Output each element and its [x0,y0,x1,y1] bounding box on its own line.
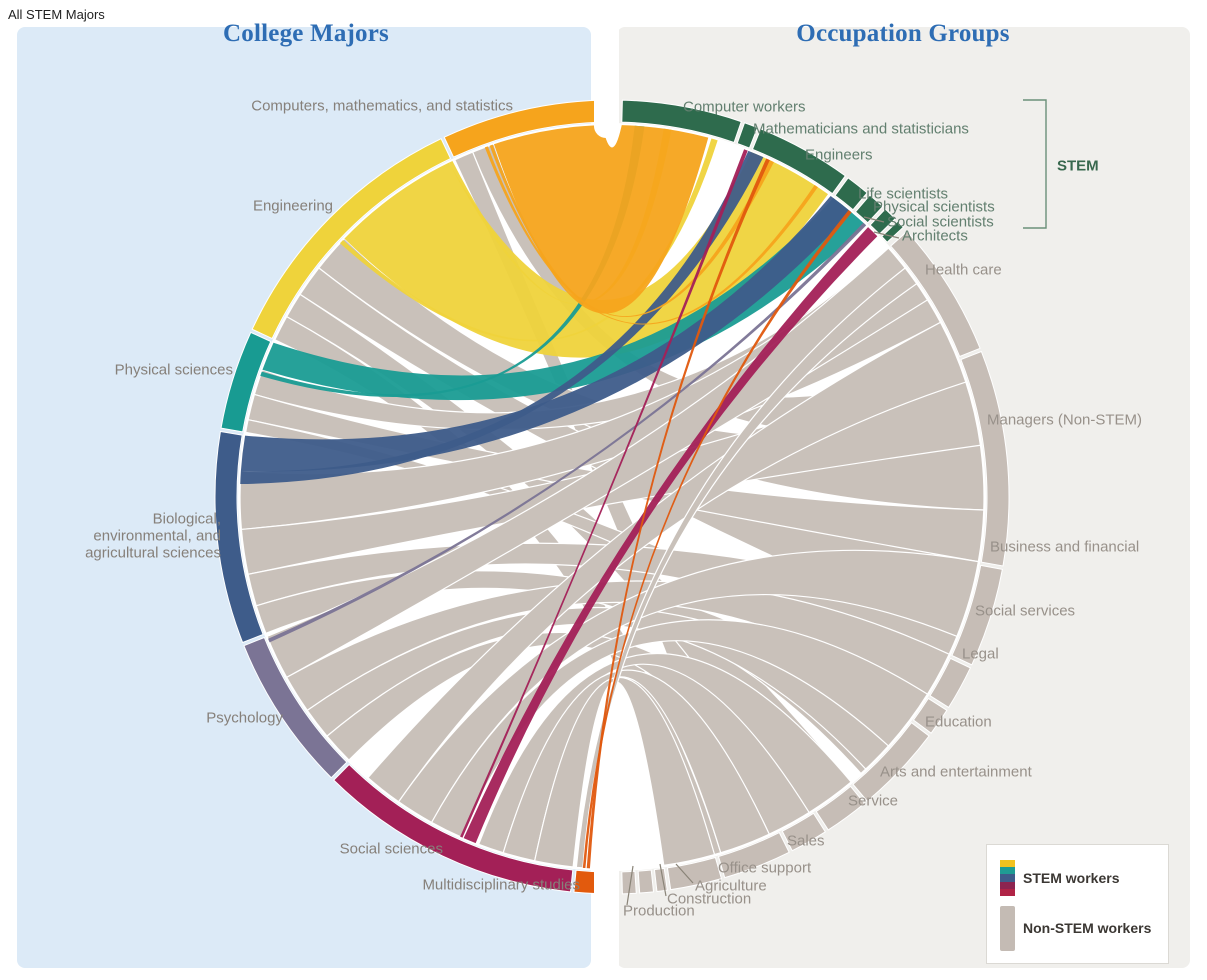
non-stem-workers-swatch-icon [1000,906,1015,951]
occupation-groups-title: Occupation Groups [796,20,1010,47]
ribbon-18 [397,549,980,824]
arc-physical-sciences[interactable] [220,331,272,433]
legend: STEM workers Non-STEM workers [986,844,1169,964]
top-gap-tab [594,12,619,138]
arc-legal[interactable] [912,697,948,734]
bottom-gap-tab [594,810,619,980]
ribbon-30 [240,196,852,472]
arc-arts-and-entertainment[interactable] [815,785,866,831]
leader-line-4 [675,863,694,884]
arc-architects[interactable] [881,220,904,243]
arc-production[interactable] [621,870,637,895]
ribbon-17 [367,321,967,803]
arc-engineers[interactable] [751,128,847,195]
ribbon-35 [460,149,748,838]
ribbon-22 [533,676,716,868]
leader-line-1 [873,231,900,239]
arc-service[interactable] [781,812,826,852]
arc-engineering[interactable] [251,138,452,340]
arc-computer-workers[interactable] [621,99,742,144]
ribbon-19 [430,619,929,838]
non-stem-workers-label: Non-STEM workers [1023,920,1152,936]
filter-label: All STEM Majors [8,7,105,22]
arc-office-support[interactable] [666,856,723,891]
leader-line-0 [863,216,885,223]
arc-construction[interactable] [637,869,655,894]
arc-agriculture[interactable] [653,867,668,893]
college-majors-title: College Majors [223,20,389,47]
arc-business-and-financial[interactable] [951,564,1003,666]
arc-education[interactable] [852,721,930,802]
arc-social-services[interactable] [929,657,971,709]
arc-social-sciences[interactable] [333,763,574,893]
stem-workers-label: STEM workers [1023,870,1120,886]
arc-managers-non-stem[interactable] [960,350,1010,567]
stem-workers-swatch-icon [1000,860,1015,897]
arc-life-scientists[interactable] [834,177,868,211]
stem-bracket [1023,99,1047,229]
arc-mathematicians-and-statisticians[interactable] [736,122,759,149]
stem-bracket-label: STEM [1057,157,1099,175]
arc-sales[interactable] [717,831,790,879]
arc-physical-scientists[interactable] [854,194,884,224]
arc-health-care[interactable] [889,230,981,358]
arc-psychology[interactable] [243,636,348,779]
ribbon-31 [493,125,709,314]
arc-biological-environmental-agricultural-sciences[interactable] [214,430,264,644]
leader-line-3 [659,863,667,897]
ribbon-23 [575,267,918,869]
leader-line-2 [626,865,634,906]
